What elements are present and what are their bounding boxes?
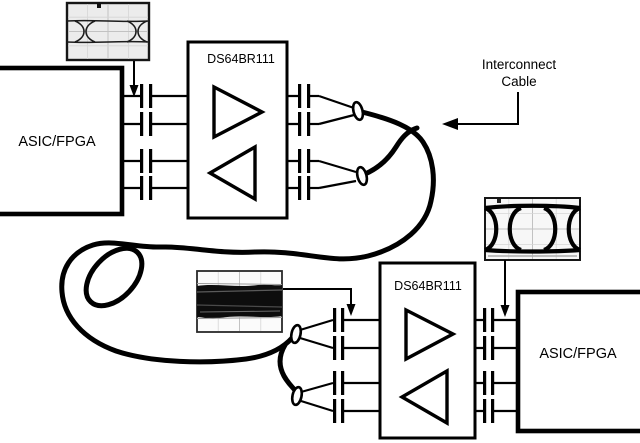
pair-twist-icon — [290, 385, 304, 407]
cable-branch-tx-bottom — [362, 125, 420, 177]
trigger-marker — [497, 199, 501, 203]
right-asic-label: ASIC/FPGA — [539, 346, 617, 362]
cable-slack-loop — [83, 245, 145, 309]
left-asic-block: ASIC/FPGA — [0, 65, 125, 217]
twisted-pair-symbols — [289, 100, 369, 407]
left-repeater-label: DS64BR111 — [207, 52, 275, 66]
closed-eye-diagram-inset — [196, 270, 283, 333]
right-repeater-block: DS64BR111 — [378, 261, 477, 440]
right-repeater-label: DS64BR111 — [394, 279, 462, 293]
trigger-marker — [97, 3, 101, 8]
cable-label-line1: Interconnect — [482, 57, 557, 72]
cable-pointer-arrowhead — [442, 118, 458, 130]
rx-eye-diagram-inset — [483, 197, 582, 261]
left-asic-label: ASIC/FPGA — [18, 134, 96, 150]
pair-twist-icon — [289, 323, 303, 345]
eye-trace — [66, 19, 150, 44]
noise-band — [196, 283, 283, 319]
closed-eye-callout-arrow — [283, 288, 356, 316]
pair-twist-icon — [351, 100, 365, 122]
interconnect-cable — [59, 109, 436, 395]
rx-eye-callout-arrow — [500, 260, 510, 317]
cable-main-run — [59, 109, 436, 365]
left-repeater-block: DS64BR111 — [186, 40, 289, 220]
tx-buffer-icon — [404, 307, 457, 362]
rx-buffer-icon — [206, 144, 257, 202]
rx-buffer-icon — [398, 368, 449, 426]
pair-twist-icon — [355, 165, 369, 187]
eye-trace — [483, 203, 582, 254]
cable-label-line2: Cable — [501, 74, 536, 89]
tx-eye-callout-arrow — [129, 61, 139, 97]
ac-coupling-capacitors — [140, 84, 495, 423]
cable-branch-rx-bottom — [277, 342, 299, 395]
tx-eye-diagram-inset — [65, 1, 151, 62]
callout-arrows — [129, 61, 510, 317]
cable-pointer-line — [457, 92, 519, 125]
interconnect-cable-annotation: Interconnect Cable — [442, 57, 556, 130]
tx-buffer-icon — [212, 84, 266, 140]
right-asic-block: ASIC/FPGA — [515, 289, 640, 434]
